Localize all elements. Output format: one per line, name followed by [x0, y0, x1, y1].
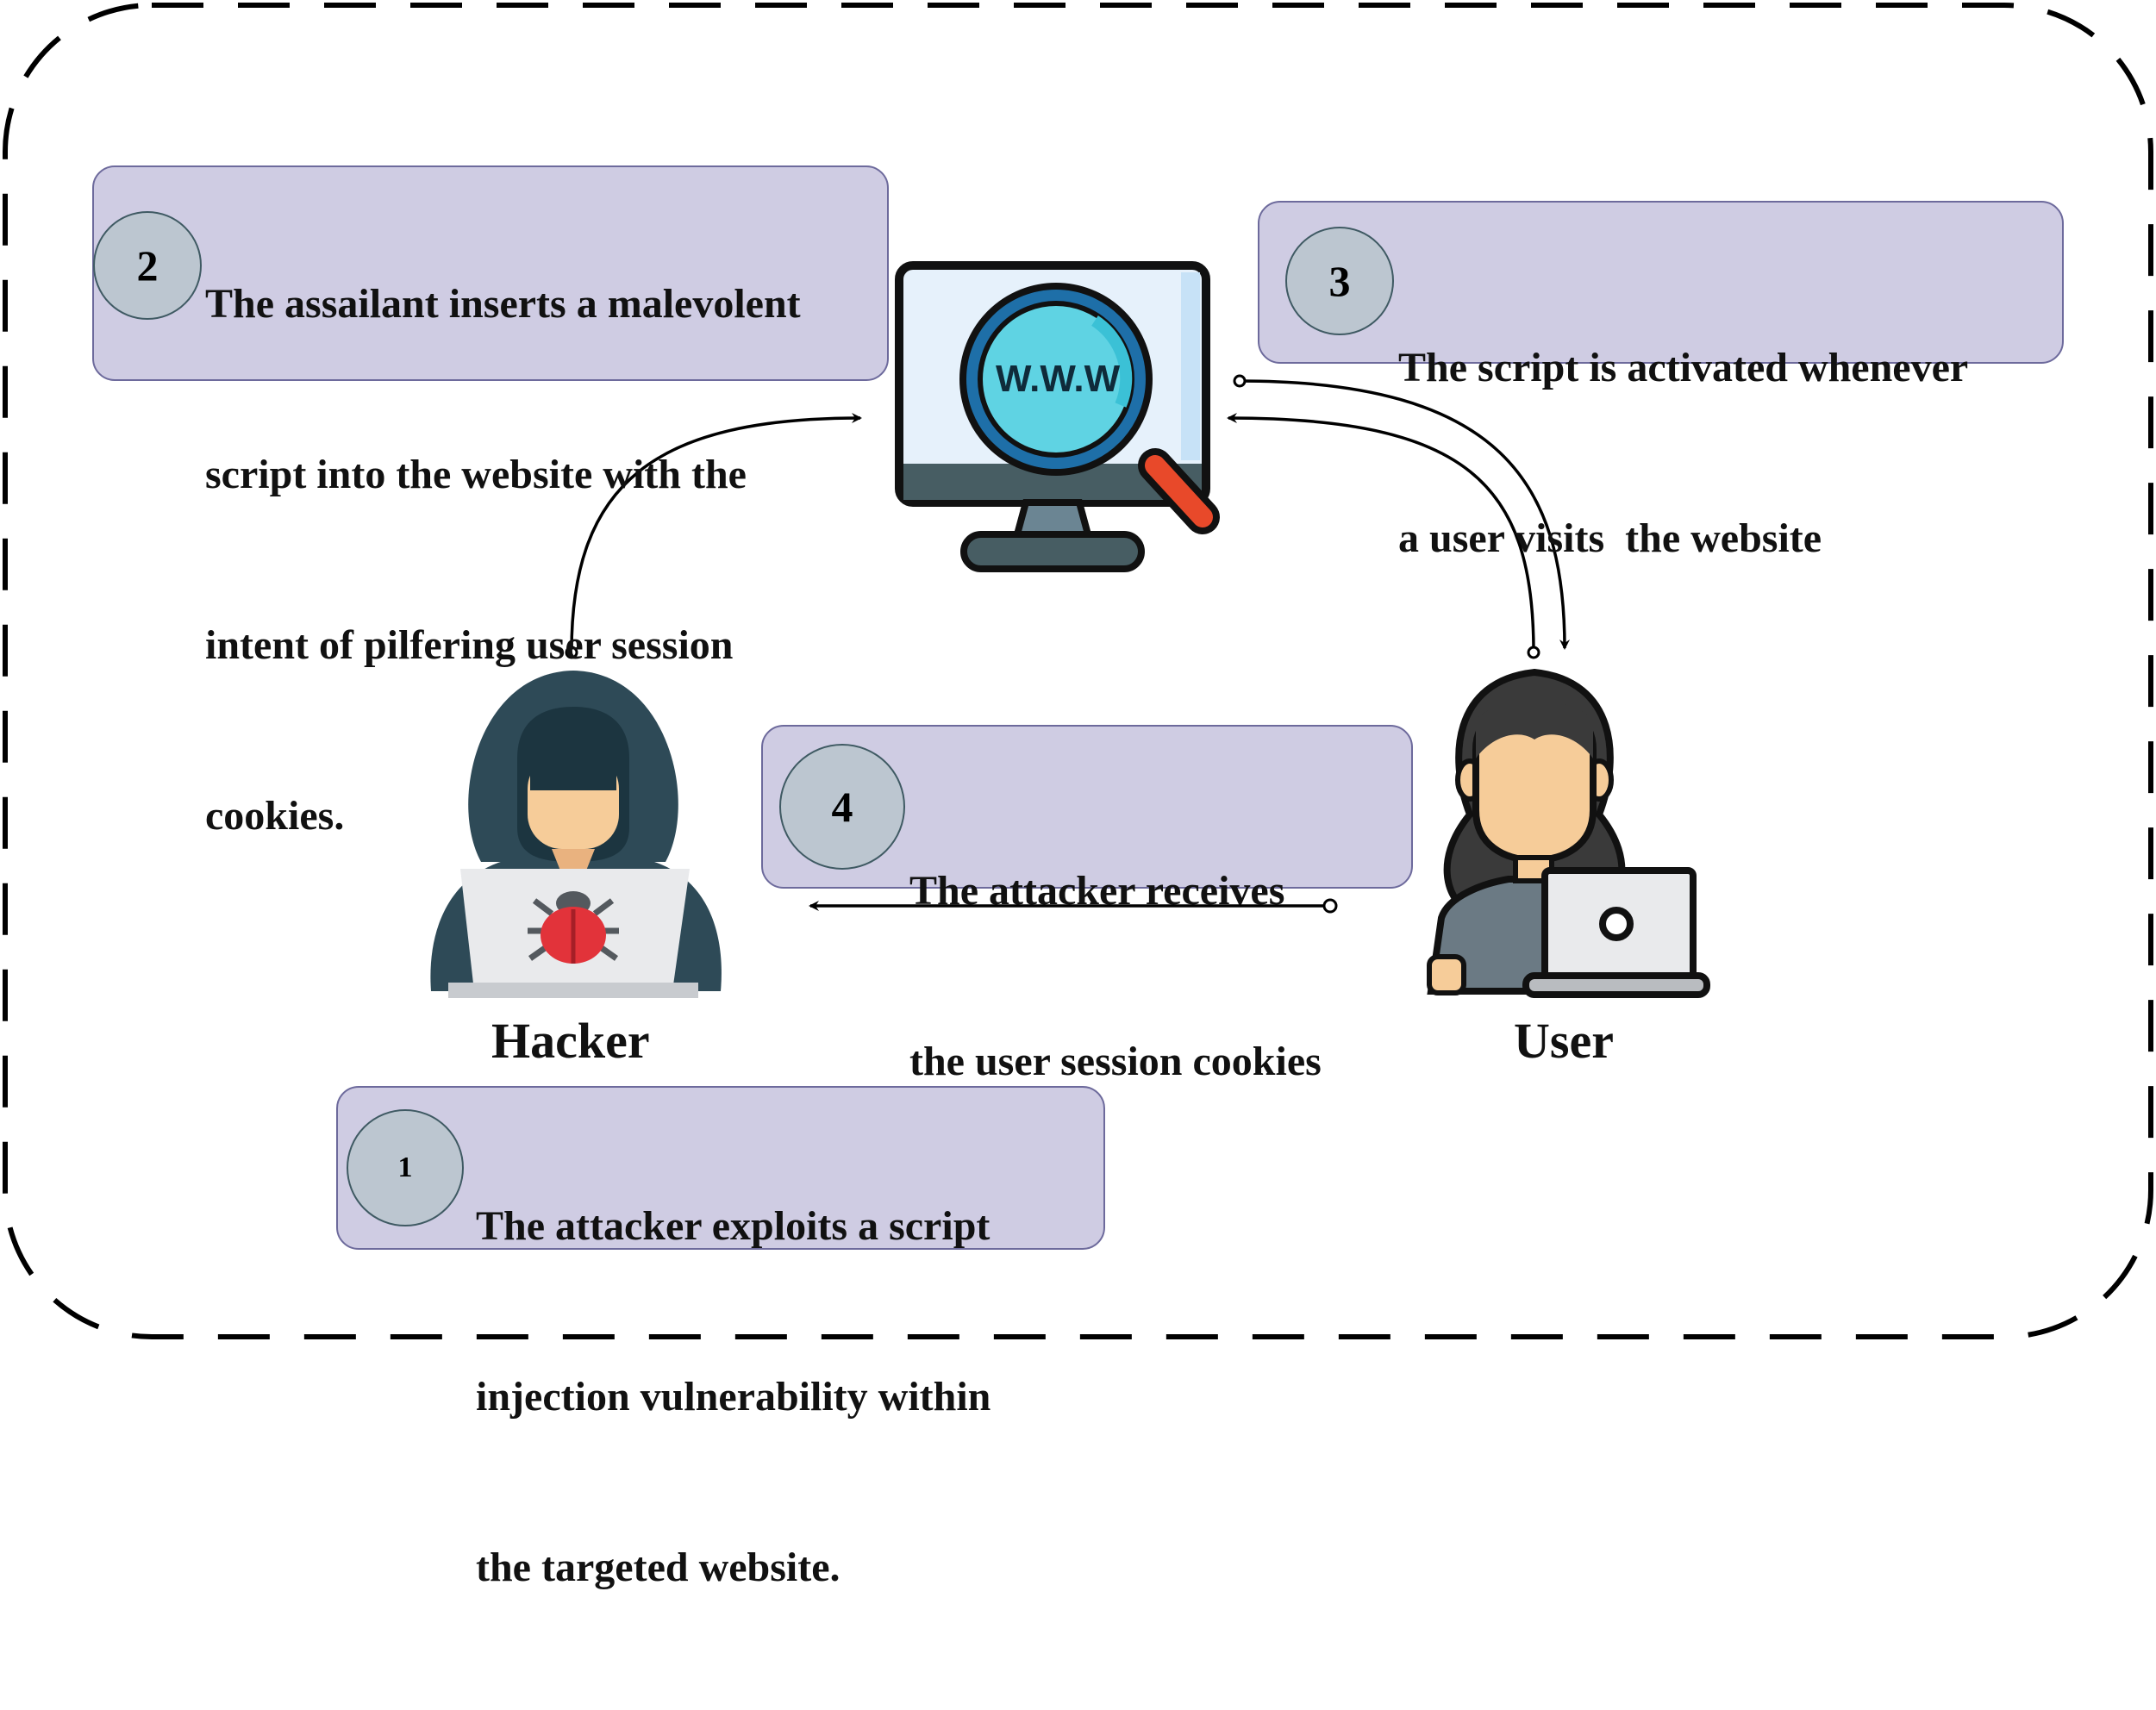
- step-2-line: The assailant inserts a malevolent: [205, 281, 801, 327]
- dashed-frame: [3, 3, 2153, 1339]
- laptop-icon: [1522, 867, 1710, 998]
- bug-icon: [528, 891, 619, 964]
- arrow-website-to-user: [1239, 379, 1570, 650]
- step-1-line: injection vulnerability within: [476, 1374, 991, 1420]
- arrow-origin-dot: [1322, 898, 1338, 914]
- step-1-badge: 1: [347, 1109, 464, 1226]
- magnifier-icon: [959, 283, 1220, 534]
- diagram-canvas: [3, 3, 2153, 1339]
- step-1-text: The attacker exploits a script injection…: [476, 1084, 991, 1710]
- step-2-line: cookies.: [205, 793, 345, 839]
- step-3-line: a user visits the website: [1398, 515, 1822, 561]
- step-2-box: [92, 165, 889, 381]
- step-2-text: The assailant inserts a malevolent scrip…: [205, 162, 801, 958]
- xss-attack-diagram: W.W.W Hacker User 2 The assailant insert…: [3, 3, 2153, 1590]
- step-3-badge: 3: [1285, 227, 1394, 335]
- arrow-origin-dot: [1527, 646, 1540, 659]
- step-1-line: the targeted website.: [476, 1545, 841, 1590]
- step-2-line: script into the website with the: [205, 452, 747, 497]
- arrow-origin-dot: [1233, 374, 1247, 388]
- step-4-badge: 4: [779, 744, 905, 870]
- user-label: User: [1514, 1013, 1614, 1069]
- step-4-line: the user session cookies: [909, 1039, 1322, 1084]
- step-2-badge: 2: [93, 211, 202, 320]
- arrow-origin-dot: [565, 646, 578, 659]
- website-screen-text: W.W.W: [996, 358, 1121, 400]
- arrow-user-to-website: [1227, 413, 1535, 652]
- step-4-text: The attacker receives the user session c…: [909, 749, 1322, 1204]
- step-4-line: The attacker receives: [909, 868, 1285, 914]
- step-1-line: The attacker exploits a script: [476, 1203, 991, 1249]
- step-1-box: [336, 1086, 1105, 1250]
- step-2-line: intent of pilfering user session: [205, 622, 734, 668]
- step-3-line: The script is activated whenever: [1398, 345, 1969, 390]
- hacker-label: Hacker: [491, 1013, 650, 1069]
- step-3-text: The script is activated whenever a user …: [1398, 226, 1968, 681]
- arrow-hacker-to-website: [570, 413, 862, 652]
